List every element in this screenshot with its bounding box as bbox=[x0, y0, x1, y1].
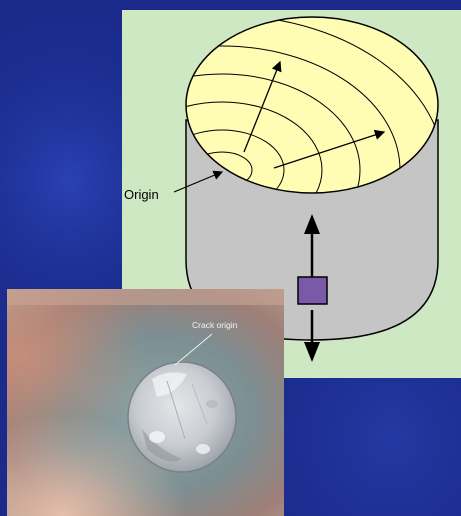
crack-origin-label: Crack origin bbox=[192, 320, 238, 330]
fracture-photo: Crack origin bbox=[7, 289, 284, 516]
specimen-disc bbox=[128, 362, 236, 472]
load-block bbox=[298, 277, 327, 304]
origin-label: Origin bbox=[124, 187, 159, 202]
